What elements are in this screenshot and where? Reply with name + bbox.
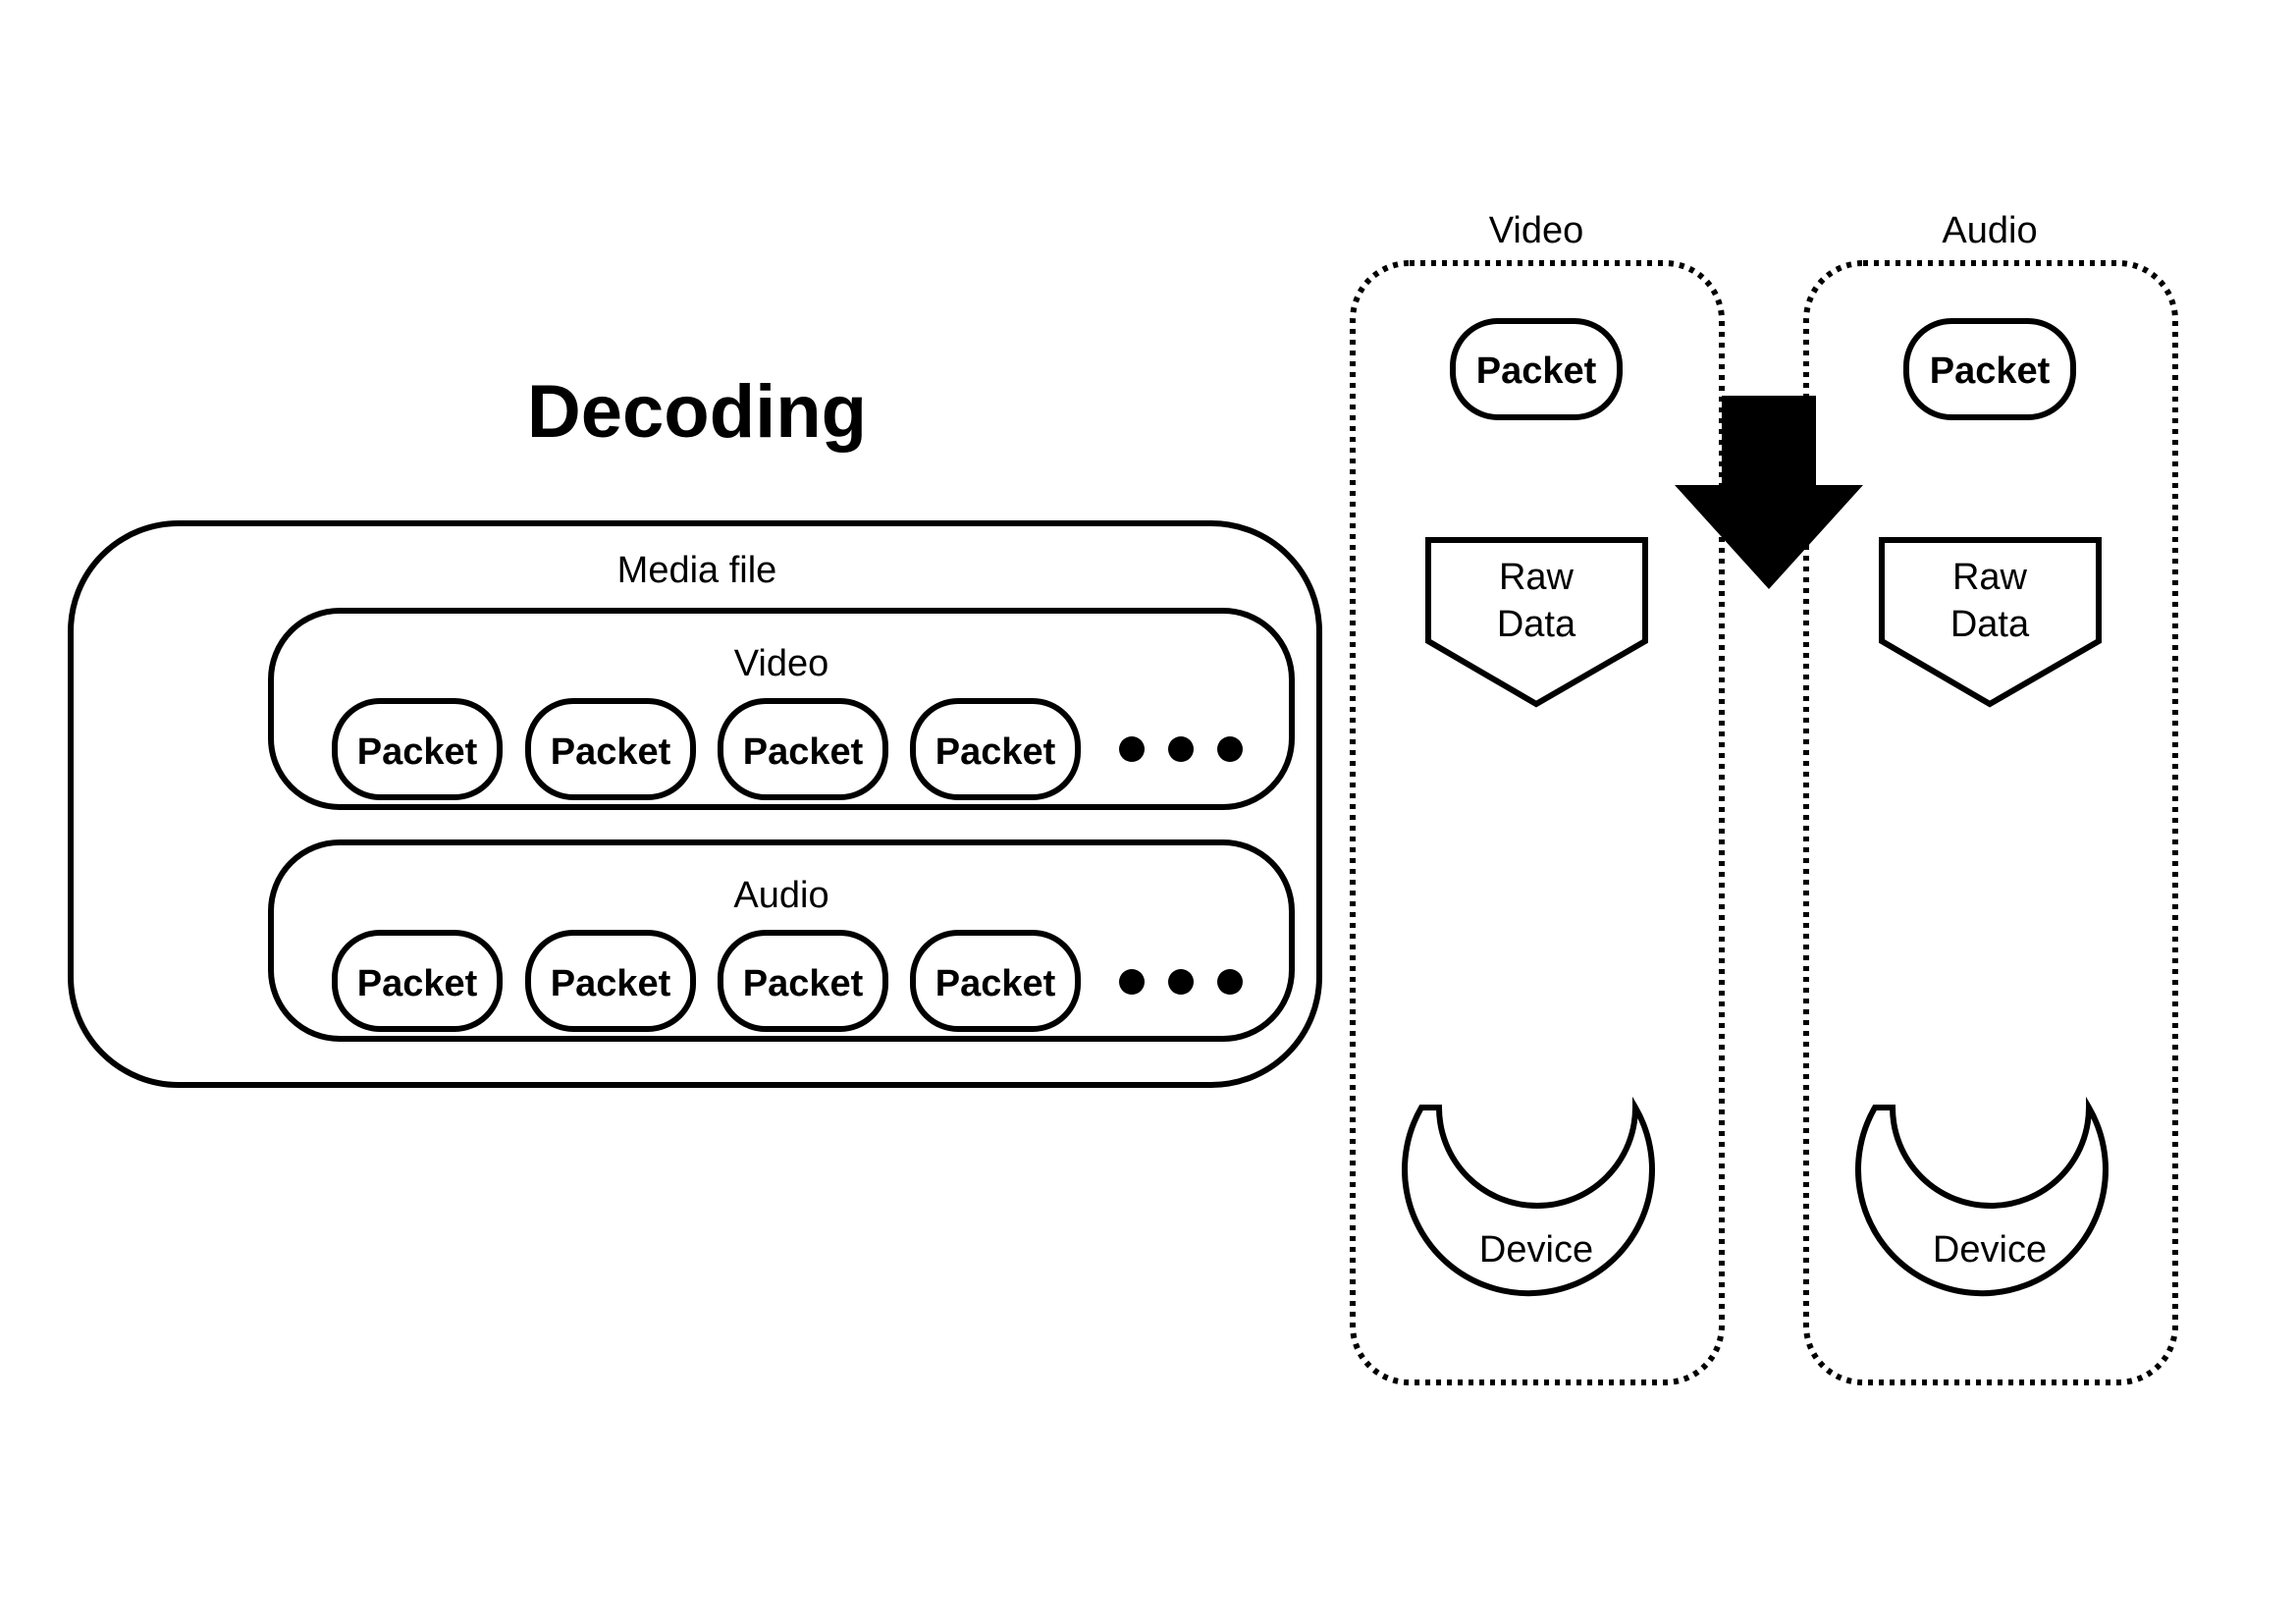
packet-pill: Packet	[910, 698, 1081, 800]
packet-label: Packet	[935, 963, 1056, 1004]
packet-pill: Packet	[332, 930, 503, 1032]
down-arrow-icon	[1675, 396, 1863, 589]
packet-label: Packet	[935, 731, 1056, 773]
video-pipeline-box	[1350, 260, 1725, 1385]
audio-pipeline-label: Audio	[1942, 210, 2037, 251]
packet-pill: Packet	[525, 698, 696, 800]
packet-label: Packet	[743, 963, 864, 1004]
video-pipeline: Video Packet Raw Data Device	[1350, 210, 1725, 1385]
packet-label: Packet	[1930, 351, 2051, 392]
video-stream: Video Packet Packet Packet Packet	[268, 608, 1295, 810]
audio-stream-box	[268, 839, 1295, 1042]
raw-data-line2: Data	[1950, 604, 2030, 645]
device-shape: Device	[1402, 1096, 1655, 1297]
device-label: Device	[1933, 1229, 2047, 1271]
device-shape: Device	[1855, 1096, 2109, 1297]
raw-data-line1: Raw	[1952, 557, 2028, 598]
media-file-label: Media file	[617, 550, 777, 591]
packet-pill: Packet	[332, 698, 503, 800]
packet-pill: Packet	[525, 930, 696, 1032]
raw-data-shape: Raw Data	[1879, 537, 2102, 708]
packet-pill: Packet	[718, 930, 888, 1032]
media-file-container: Media file Video Packet Packet Packet Pa…	[68, 520, 1322, 1088]
packet-label: Packet	[743, 731, 864, 773]
media-file-box	[68, 520, 1322, 1088]
audio-stream: Audio Packet Packet Packet Packet	[268, 839, 1295, 1042]
audio-stream-label: Audio	[733, 875, 828, 916]
packet-label: Packet	[1476, 351, 1597, 392]
raw-data-shape: Raw Data	[1425, 537, 1648, 708]
packet-label: Packet	[357, 963, 478, 1004]
video-pipeline-label: Video	[1489, 210, 1584, 251]
packet-label: Packet	[357, 731, 478, 773]
pipeline-packet: Packet	[1450, 318, 1623, 420]
audio-pipeline: Audio Packet Raw Data Device	[1803, 210, 2178, 1385]
video-stream-box	[268, 608, 1295, 810]
device-label: Device	[1479, 1229, 1593, 1271]
video-stream-label: Video	[734, 643, 829, 684]
packet-label: Packet	[551, 731, 671, 773]
ellipsis-dots-icon	[1119, 736, 1243, 762]
audio-pipeline-box	[1803, 260, 2178, 1385]
packet-pill: Packet	[910, 930, 1081, 1032]
packet-label: Packet	[551, 963, 671, 1004]
pipeline-packet: Packet	[1903, 318, 2076, 420]
packet-pill: Packet	[718, 698, 888, 800]
ellipsis-dots-icon	[1119, 969, 1243, 995]
diagram-title: Decoding	[527, 370, 867, 454]
raw-data-line2: Data	[1497, 604, 1576, 645]
raw-data-line1: Raw	[1499, 557, 1575, 598]
